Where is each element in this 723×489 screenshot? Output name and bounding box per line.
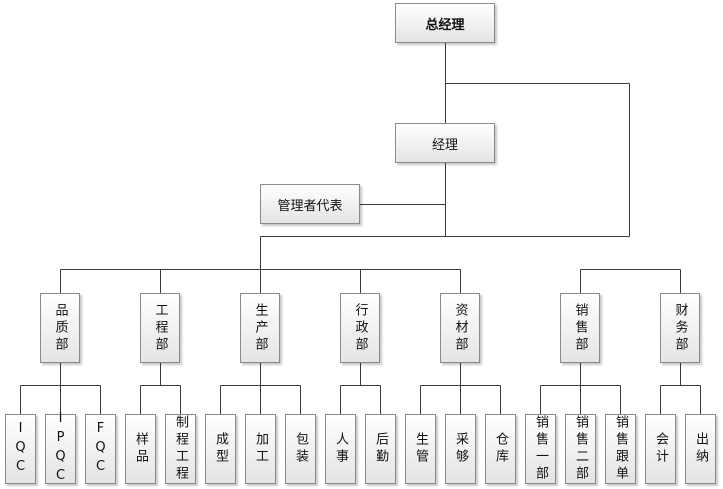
unit-iqc: IQC	[5, 414, 36, 484]
unit-prod-control: 生管	[405, 414, 436, 484]
manager-box: 经理	[395, 123, 495, 163]
unit-sales-1: 销售一部	[525, 414, 556, 484]
unit-cashier: 出纳	[685, 414, 716, 484]
unit-warehouse: 仓库	[485, 414, 516, 484]
unit-process-eng: 制程工程	[165, 414, 196, 484]
unit-purchasing: 采够	[445, 414, 476, 484]
management-rep-box: 管理者代表	[260, 184, 360, 224]
unit-processing: 加工	[245, 414, 276, 484]
unit-logistics: 后勤	[365, 414, 396, 484]
dept-engineering: 工程部	[140, 293, 180, 363]
unit-accounting: 会计	[645, 414, 676, 484]
unit-packing: 包装	[285, 414, 316, 484]
unit-sales-follow: 销售跟单	[605, 414, 636, 484]
dept-production: 生产部	[240, 293, 280, 363]
dept-finance: 财务部	[660, 293, 700, 363]
dept-admin: 行政部	[340, 293, 380, 363]
unit-molding: 成型	[205, 414, 236, 484]
dept-materials: 资材部	[440, 293, 480, 363]
unit-sample: 样品	[125, 414, 156, 484]
dept-sales: 销售部	[560, 293, 600, 363]
unit-fqc: FQC	[85, 414, 116, 484]
unit-ipqc: IPQC	[45, 411, 76, 487]
dept-quality: 品质部	[40, 293, 80, 363]
unit-sales-2: 销售二部	[565, 414, 596, 484]
general-manager-box: 总经理	[395, 3, 495, 43]
unit-hr: 人事	[325, 414, 356, 484]
